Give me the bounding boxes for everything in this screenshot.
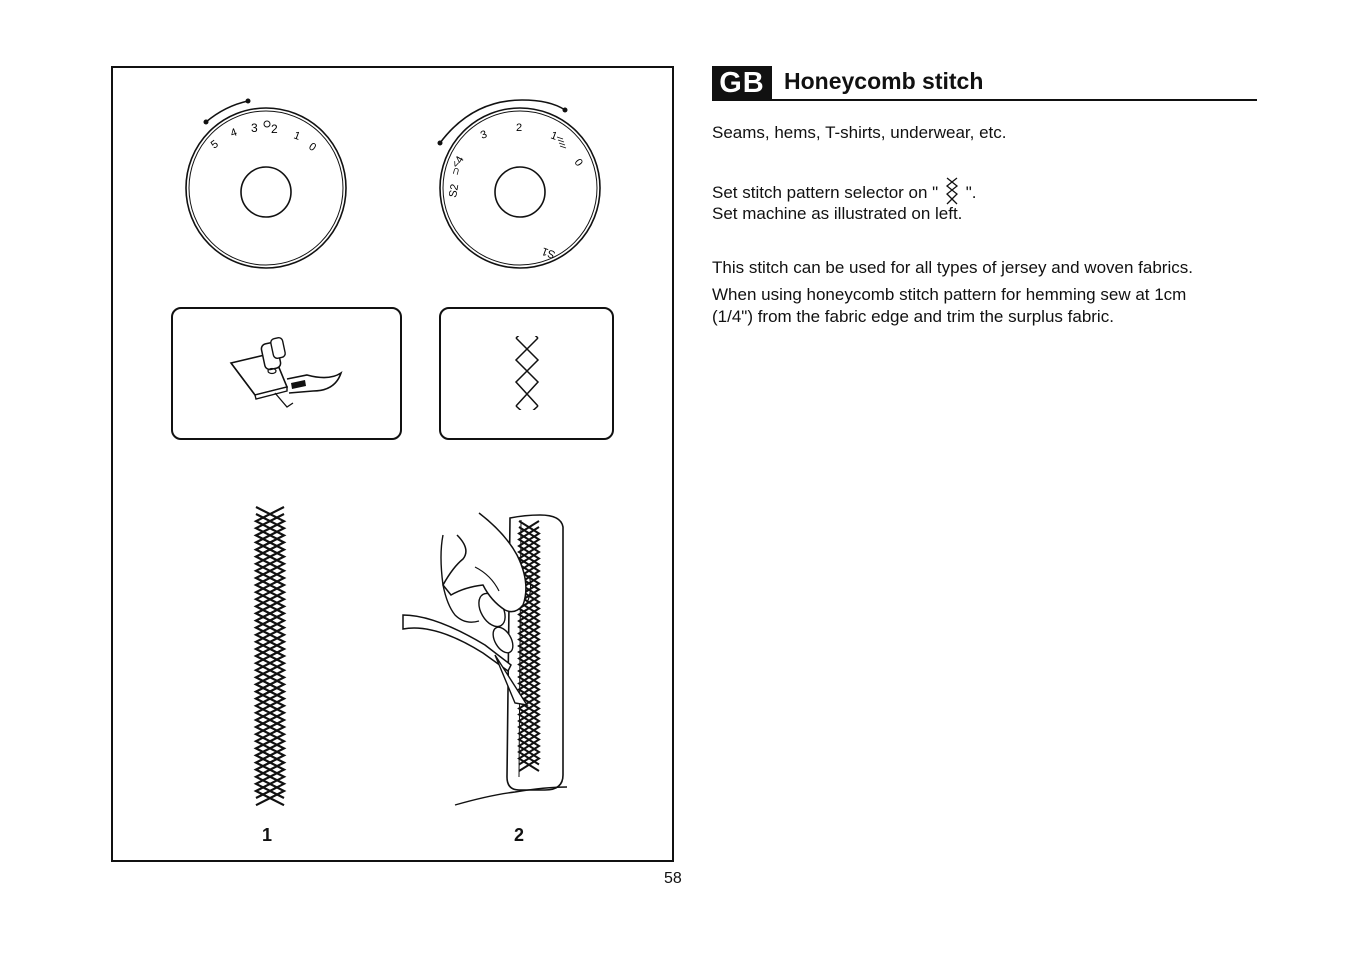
honeycomb-stitch-sample: [253, 506, 287, 807]
selector-suffix: ".: [965, 183, 977, 202]
dial-number: 5: [209, 138, 221, 151]
hem-trimming-illustration: [402, 512, 568, 806]
stitch-line: [253, 513, 287, 799]
selector-paragraph: Set stitch pattern selector on " ".: [712, 176, 976, 206]
dial-number: 1: [292, 130, 302, 143]
presser-foot-panel: [171, 307, 402, 440]
figure-label-1: 1: [262, 825, 273, 845]
dial-number: 3: [479, 128, 489, 141]
uses-paragraph: Seams, hems, T-shirts, underwear, etc.: [712, 123, 1007, 142]
dial-number: 4: [453, 154, 466, 165]
honeycomb-pattern-icon: [514, 336, 540, 410]
illustration-frame: [111, 66, 674, 862]
language-badge: GB: [712, 66, 772, 100]
selector-prefix: Set stitch pattern selector on ": [712, 183, 939, 202]
dial-number: 0: [306, 141, 318, 154]
stitch-line: [517, 520, 541, 772]
stitch-length-dial: S2 ⊃ < 4 3 2 1 0 S1: [437, 99, 601, 269]
svg-text:<: <: [450, 160, 462, 169]
zigzag-presser-foot-icon: [229, 337, 343, 408]
stitch-width-dial: 5 4 3 2 1 0: [185, 98, 347, 269]
hemming-line-1: When using honeycomb stitch pattern for …: [712, 285, 1187, 304]
svg-text:⊃: ⊃: [450, 166, 463, 177]
page-number: 58: [664, 870, 682, 887]
stitch-pattern-panel: [439, 307, 614, 440]
stitch-line: [253, 506, 287, 807]
page-title: Honeycomb stitch: [784, 68, 984, 94]
dial-number: S2: [447, 183, 461, 198]
stitch-line: [517, 520, 541, 772]
stitch-line: [253, 513, 287, 799]
hemming-line-2: (1/4") from the fabric edge and trim the…: [712, 307, 1114, 326]
dial-number: 2: [271, 122, 278, 136]
dial-number: 4: [229, 126, 239, 139]
figure-label-2: 2: [514, 825, 525, 845]
machine-paragraph: Set machine as illustrated on left.: [712, 204, 963, 223]
dial-number: S1: [540, 245, 557, 261]
fabrics-paragraph: This stitch can be used for all types of…: [712, 258, 1193, 277]
dial-number: 0: [572, 157, 585, 169]
dial-number: 1: [549, 130, 559, 143]
dial-number: 2: [516, 122, 522, 134]
title-divider: [712, 99, 1257, 101]
dial-number: 3: [251, 121, 258, 135]
honeycomb-symbol-icon: [945, 177, 958, 205]
